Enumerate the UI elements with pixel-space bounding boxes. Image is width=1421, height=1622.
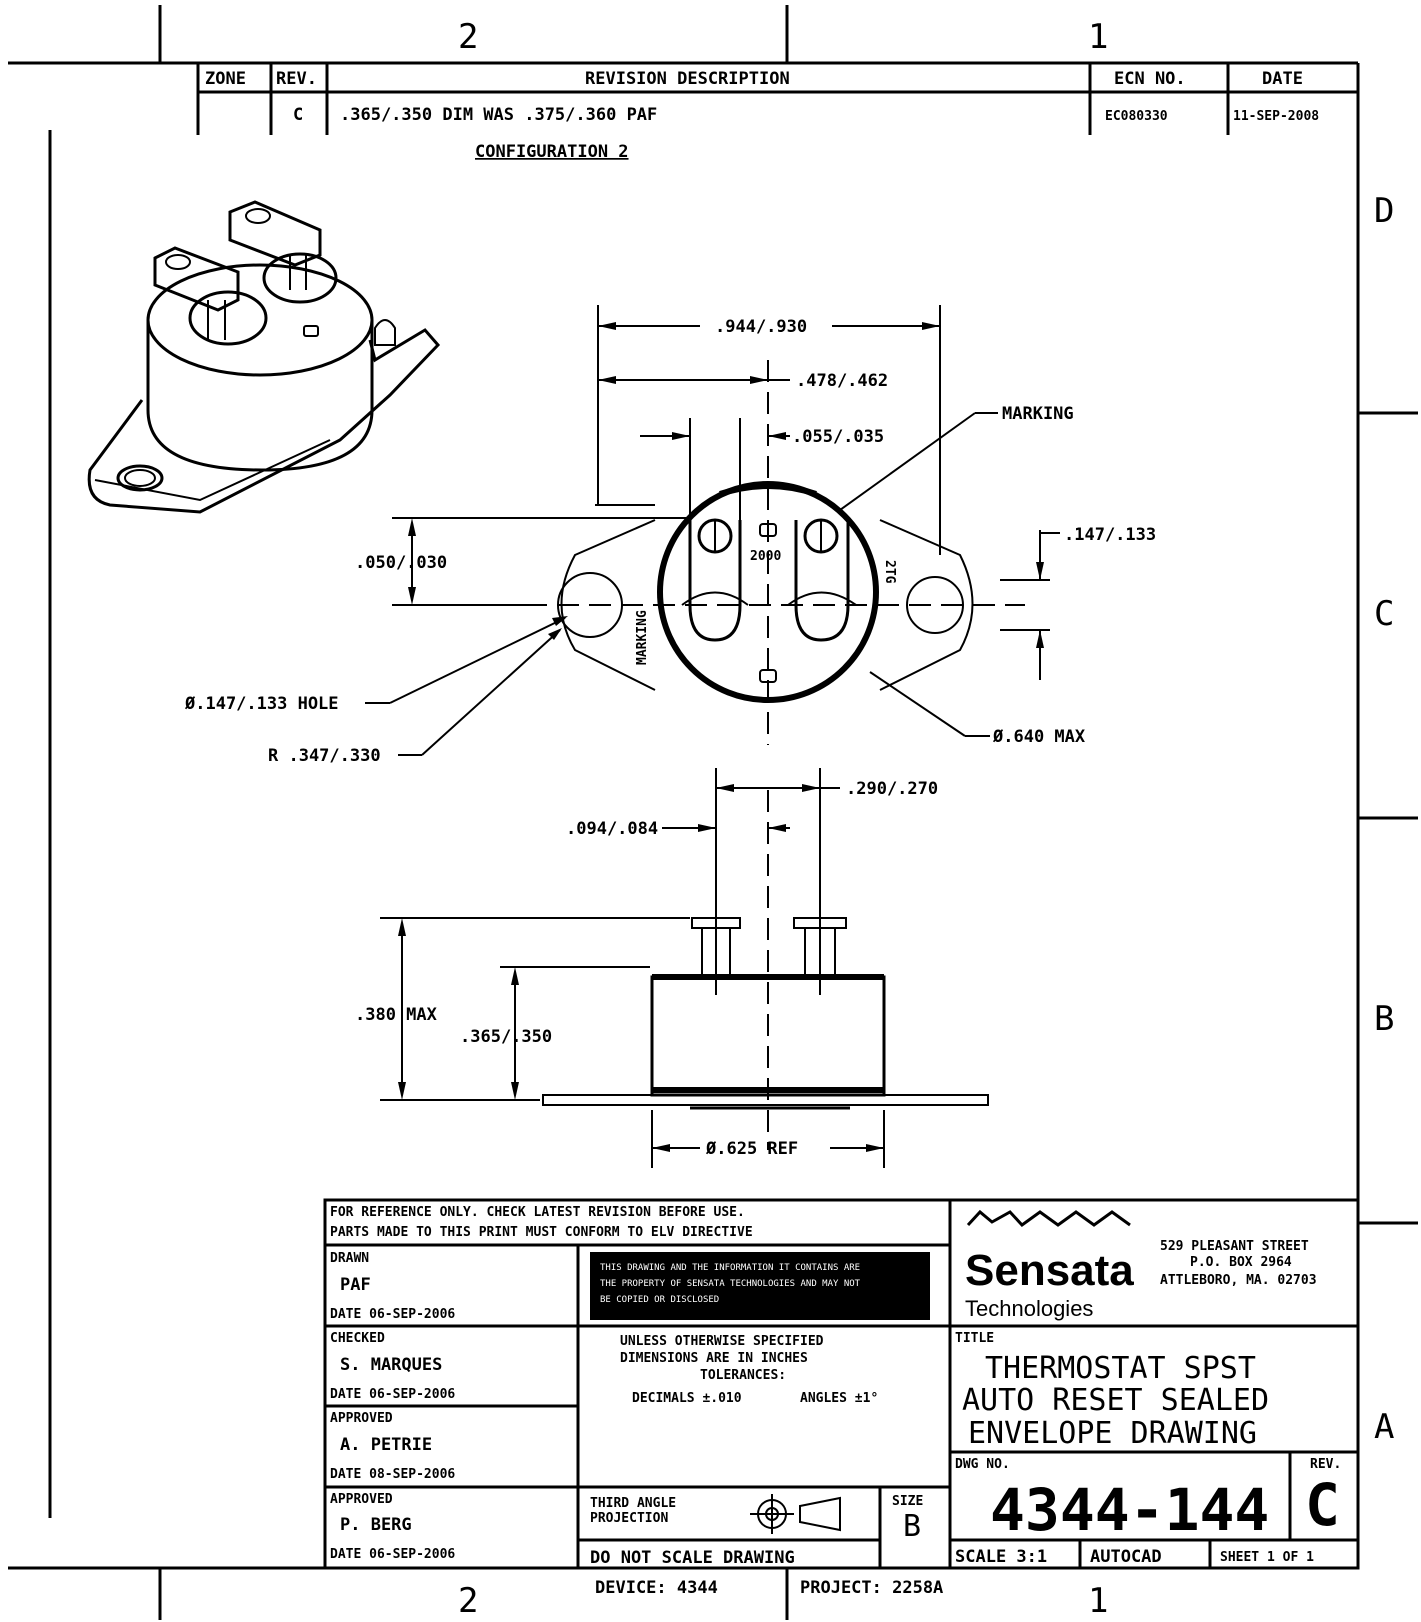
device-label: DEVICE: 4344 — [595, 1578, 718, 1598]
decimals: DECIMALS ±.010 — [632, 1391, 742, 1406]
dim-radius: R .347/.330 — [268, 746, 381, 766]
drawn-label: DRAWN — [330, 1251, 369, 1266]
rev-row-description: .365/.350 DIM WAS .375/.360 PAF — [340, 105, 657, 125]
tolerance-note-3: TOLERANCES: — [700, 1368, 786, 1383]
revision-block: ZONE REV. REVISION DESCRIPTION ECN NO. D… — [196, 63, 1358, 135]
dim-center-offset: .478/.462 — [796, 371, 888, 391]
rev-header-ecn: ECN NO. — [1114, 69, 1186, 89]
title-label: TITLE — [955, 1331, 994, 1346]
address-3: ATTLEBORO, MA. 02703 — [1160, 1273, 1317, 1288]
title-line-1: THERMOSTAT SPST — [985, 1351, 1256, 1386]
sheet: SHEET 1 OF 1 — [1220, 1550, 1314, 1565]
project-label: PROJECT: 2258A — [800, 1578, 943, 1598]
dwg-number: 4344-144 — [990, 1476, 1269, 1544]
notice-text-3: BE COPIED OR DISCLOSED — [600, 1295, 719, 1305]
address-2: P.O. BOX 2964 — [1190, 1255, 1292, 1270]
dim-overall-width: .944/.930 — [715, 317, 807, 337]
drawn-date: DATE 06-SEP-2006 — [330, 1307, 455, 1322]
dim-terminal-spacing: .290/.270 — [846, 779, 938, 799]
dim-overall-height: .380 MAX — [355, 1005, 438, 1025]
dwg-label: DWG NO. — [955, 1457, 1010, 1472]
rev-header-date: DATE — [1262, 69, 1303, 89]
approved2-date: DATE 06-SEP-2006 — [330, 1547, 455, 1562]
dim-height-ref: .050/.030 — [355, 553, 447, 573]
projection-label: THIRD ANGLE — [590, 1496, 676, 1511]
rev-value: C — [1305, 1471, 1340, 1539]
marking-right: 2TG — [882, 560, 897, 584]
checked-label: CHECKED — [330, 1331, 385, 1346]
tolerance-note-2: DIMENSIONS ARE IN INCHES — [620, 1351, 808, 1366]
rev-label: REV. — [1310, 1457, 1341, 1472]
dim-body-dia: Ø.640 MAX — [992, 727, 1086, 747]
projection-symbol-icon — [750, 1494, 841, 1534]
zone-label-d: D — [1374, 191, 1394, 231]
approved2-name: P. BERG — [340, 1515, 412, 1535]
tolerance-note: UNLESS OTHERWISE SPECIFIED — [620, 1334, 824, 1349]
autocad: AUTOCAD — [1090, 1547, 1162, 1567]
company-sub: Technologies — [965, 1296, 1093, 1321]
rev-header-rev: REV. — [276, 69, 317, 89]
drawn-name: PAF — [340, 1275, 371, 1295]
zone-label-bottom-1: 1 — [1088, 1581, 1108, 1621]
zone-label-bottom-2: 2 — [458, 1581, 478, 1621]
notice-text: THIS DRAWING AND THE INFORMATION IT CONT… — [600, 1263, 860, 1273]
approved1-label: APPROVED — [330, 1411, 393, 1426]
no-scale: DO NOT SCALE DRAWING — [590, 1548, 795, 1568]
zone-label-a: A — [1374, 1407, 1394, 1447]
dim-body-height: .365/.350 — [460, 1027, 552, 1047]
zone-label-c: C — [1374, 594, 1394, 634]
approved2-label: APPROVED — [330, 1492, 393, 1507]
address-1: 529 PLEASANT STREET — [1160, 1239, 1309, 1254]
company-logo: Sensata Technologies — [965, 1209, 1134, 1321]
approved1-name: A. PETRIE — [340, 1435, 432, 1455]
dim-ref-dia: Ø.625 REF — [705, 1139, 798, 1159]
company-name: Sensata — [965, 1246, 1134, 1295]
reference-note: FOR REFERENCE ONLY. CHECK LATEST REVISIO… — [330, 1205, 745, 1220]
dim-marking-leader: MARKING — [1002, 404, 1074, 424]
rev-header-description: REVISION DESCRIPTION — [585, 69, 790, 89]
zone-label-b: B — [1374, 999, 1394, 1039]
reference-note-2: PARTS MADE TO THIS PRINT MUST CONFORM TO… — [330, 1225, 753, 1240]
rev-row-ecn: EC080330 — [1105, 109, 1168, 124]
isometric-view — [87, 200, 441, 514]
marking-left: MARKING — [635, 610, 650, 665]
configuration-label: CONFIGURATION 2 — [475, 142, 629, 162]
zone-label-top-1: 1 — [1088, 17, 1108, 57]
angles: ANGLES ±1° — [800, 1391, 878, 1406]
rev-row-date: 11-SEP-2008 — [1233, 109, 1319, 124]
size-value: B — [903, 1509, 921, 1544]
checked-name: S. MARQUES — [340, 1355, 442, 1375]
approved1-date: DATE 08-SEP-2006 — [330, 1467, 455, 1482]
zone-label-top-2: 2 — [458, 17, 478, 57]
scale: SCALE 3:1 — [955, 1547, 1047, 1567]
size-label: SIZE — [892, 1494, 923, 1509]
marking-center: 2000 — [750, 549, 781, 564]
dim-right-offset: .147/.133 — [1064, 525, 1156, 545]
dim-terminal-offset: .055/.035 — [792, 427, 884, 447]
projection-label-2: PROJECTION — [590, 1511, 668, 1526]
title-line-3: ENVELOPE DRAWING — [968, 1416, 1257, 1451]
top-view: MARKING 2TG 2000 .944/.930 .478/.462 .05… — [184, 305, 1156, 766]
rev-row-rev: C — [293, 105, 303, 125]
notice-text-2: THE PROPERTY OF SENSATA TECHNOLOGIES AND… — [600, 1279, 861, 1289]
rev-header-zone: ZONE — [205, 69, 246, 89]
dim-terminal-width: .094/.084 — [566, 819, 658, 839]
checked-date: DATE 06-SEP-2006 — [330, 1387, 455, 1402]
title-block: FOR REFERENCE ONLY. CHECK LATEST REVISIO… — [323, 1198, 1360, 1570]
side-view: .290/.270 .094/.084 .380 MAX .365/.350 Ø… — [355, 768, 989, 1168]
title-line-2: AUTO RESET SEALED — [962, 1383, 1269, 1418]
dim-hole: Ø.147/.133 HOLE — [184, 694, 339, 714]
